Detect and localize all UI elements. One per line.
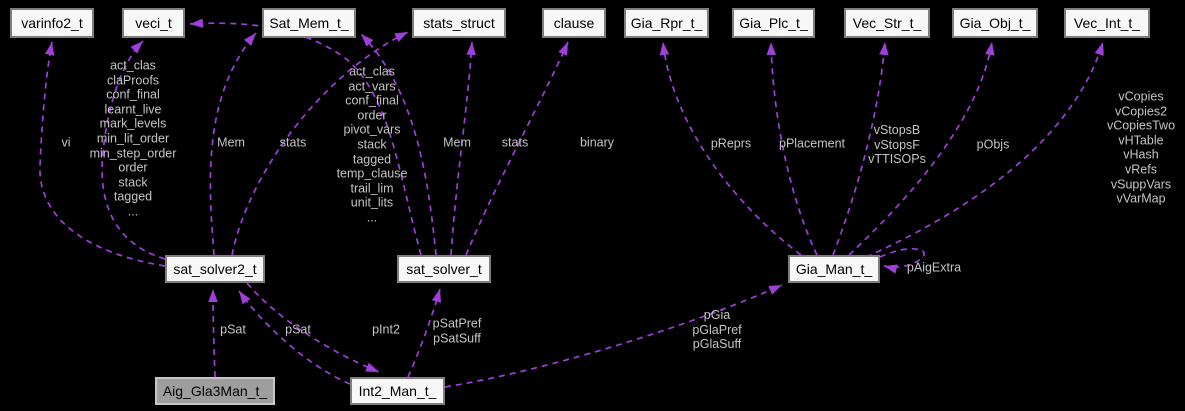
edge-int2_man-to-sat_solver2 [238, 290, 351, 385]
node-sat_solver2_t[interactable]: sat_solver2_t [165, 255, 265, 283]
edge-label-paigextra: pAigExtra [906, 260, 962, 275]
edge-gia_man-to-gia_plc [766, 41, 818, 256]
edge-label-binary: binary [579, 135, 615, 150]
edge-sat_solver-to-sat_mem [360, 33, 437, 256]
edge-sat_solver-to-clause [465, 41, 569, 256]
edge-label-vstops: vStopsB vStopsF vTTISOPs [868, 123, 926, 167]
edge-sat_solver-to-veci [189, 18, 422, 256]
edge-label-solver-mem: Mem [443, 135, 471, 150]
edge-sat_solver2-to-int2_man [246, 282, 380, 373]
edge-sat_solver2-to-veci [101, 40, 166, 260]
edge-label-psat-gla: pSat [220, 322, 246, 337]
edge-aig_gla3man-to-sat_solver2 [208, 288, 218, 378]
edge-label-pgia: pGia pGlaPref pGlaSuff [692, 308, 742, 352]
edge-label-vcopies: vCopies vCopies2 vCopiesTwo vHTable vHas… [1106, 89, 1176, 206]
edge-gia_man-to-vec_int [865, 41, 1104, 258]
edge-sat_solver2-to-stats_struct [231, 31, 409, 256]
node-stats_struct[interactable]: stats_struct [412, 8, 506, 38]
edge-label-solver-stats: stats [501, 135, 529, 150]
edge-label-solver-veci: act_clas act_vars conf_final order pivot… [336, 64, 408, 225]
node-gia_rpr_t[interactable]: Gia_Rpr_t_ [624, 8, 709, 38]
node-gia_man_t[interactable]: Gia_Man_t_ [788, 255, 880, 283]
edge-label-vi: vi [61, 135, 71, 150]
node-veci_t[interactable]: veci_t [122, 8, 185, 38]
edge-int2_man-to-gia_man [444, 284, 783, 388]
edge-label-solver2-veci: act_clas claProofs conf_final learnt_liv… [89, 58, 177, 219]
edge-sat_solver2-to-sat_mem [209, 32, 257, 256]
edge-label-preprs: pReprs [710, 136, 752, 151]
edge-label-pobjs: pObjs [976, 137, 1010, 152]
node-gia_obj_t[interactable]: Gia_Obj_t_ [952, 8, 1038, 38]
node-vec_int_t[interactable]: Vec_Int_t_ [1064, 8, 1150, 38]
edge-sat_solver-to-stats_struct [450, 41, 476, 256]
edge-gia_man-self-loop [879, 247, 925, 274]
node-sat_mem_t[interactable]: Sat_Mem_t_ [262, 8, 356, 38]
edge-label-solver2-mem: Mem [217, 135, 245, 150]
node-int2_man_t[interactable]: Int2_Man_t_ [350, 377, 445, 405]
node-clause[interactable]: clause [542, 8, 606, 38]
node-gia_plc_t[interactable]: Gia_Plc_t_ [732, 8, 815, 38]
edge-label-pint2: pInt2 [372, 322, 400, 337]
node-sat_solver_t[interactable]: sat_solver_t [397, 255, 491, 283]
edge-label-psat-int2: pSat [285, 322, 311, 337]
edge-int2_man-to-sat_solver [407, 288, 442, 378]
edge-label-psatpref-suff: pSatPref pSatSuff [432, 316, 482, 345]
node-varinfo2_t[interactable]: varinfo2_t [10, 8, 94, 38]
node-vec_str_t[interactable]: Vec_Str_t_ [844, 8, 930, 38]
edge-label-solver2-stats: stats [279, 135, 307, 150]
edge-label-pplacement: pPlacement [778, 136, 846, 151]
edge-gia_man-to-vec_str [832, 41, 889, 256]
node-aig_gla3man_t-current: Aig_Gla3Man_t_ [155, 377, 275, 405]
